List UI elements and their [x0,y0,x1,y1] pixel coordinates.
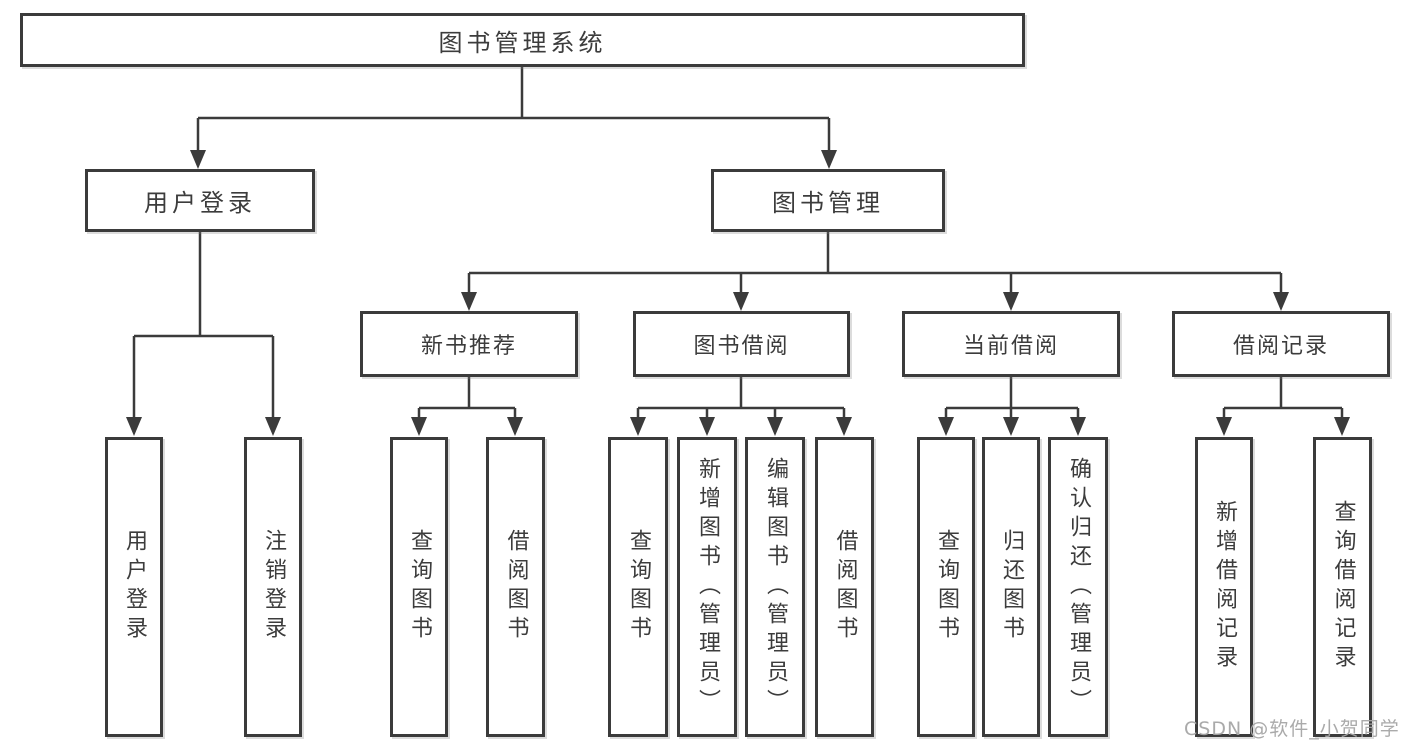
leaf-logout: 注销登录 [244,437,302,737]
node-book-borrowing: 图书借阅 [633,311,850,377]
edge-user-login-to-leaves [132,232,275,419]
leaf-label: 查询图书 [626,529,651,645]
arrowheads [126,150,1350,436]
leaf-borrow-books-recommend: 借阅图书 [486,437,545,737]
leaf-label: 查询借阅记录 [1330,500,1356,674]
leaf-query-borrow-record: 查询借阅记录 [1313,437,1372,737]
edge-borrow-record-to-leaves [1222,377,1344,420]
node-new-book-recommend: 新书推荐 [360,311,578,377]
node-label: 新书推荐 [420,334,517,359]
leaf-query-books-recommend: 查询图书 [390,437,448,737]
leaf-user-login: 用户登录 [105,437,163,737]
leaf-label: 用户登录 [122,529,147,645]
leaf-label: 编辑图书（管理员） [763,456,788,718]
edge-current-borrow-to-leaves [944,377,1080,420]
leaf-label: 查询图书 [934,529,959,645]
node-label: 借阅记录 [1232,334,1329,359]
edge-book-borrow-to-leaves [636,377,846,420]
leaf-label: 新增借阅记录 [1212,500,1237,674]
leaf-return-books: 归还图书 [982,437,1040,737]
edge-new-book-to-leaves [417,377,517,420]
node-borrow-records: 借阅记录 [1172,311,1390,377]
node-label: 当前借阅 [962,334,1059,359]
node-label: 图书借阅 [693,334,790,359]
leaf-add-borrow-record: 新增借阅记录 [1195,437,1253,737]
leaf-label: 新增图书（管理员） [695,456,720,718]
node-root-label: 图书管理系统 [438,28,607,57]
leaf-edit-books-admin: 编辑图书（管理员） [745,437,805,737]
node-book-management-branch: 图书管理 [711,169,945,232]
leaf-label: 查询图书 [407,529,432,645]
leaf-borrow-books: 借阅图书 [815,437,874,737]
leaf-label: 借阅图书 [832,529,858,645]
node-current-borrowing: 当前借阅 [902,311,1120,377]
leaf-query-books-borrow: 查询图书 [608,437,668,737]
leaf-query-books-current: 查询图书 [917,437,975,737]
leaf-label: 注销登录 [261,529,286,645]
node-user-login-branch: 用户登录 [85,169,315,232]
node-label: 图书管理 [772,189,884,217]
node-root-system: 图书管理系统 [20,13,1025,67]
leaf-label: 确认归还（管理员） [1066,456,1091,718]
leaf-label: 借阅图书 [503,529,529,645]
edge-root-to-level2 [196,67,831,152]
csdn-watermark: CSDN @软件_小贺同学 [1184,718,1400,740]
leaf-label: 归还图书 [999,529,1024,645]
leaf-add-books-admin: 新增图书（管理员） [677,437,737,737]
leaf-confirm-return-admin: 确认归还（管理员） [1048,437,1108,737]
node-label: 用户登录 [144,189,256,217]
edge-book-mgmt-to-level3 [467,232,1283,294]
